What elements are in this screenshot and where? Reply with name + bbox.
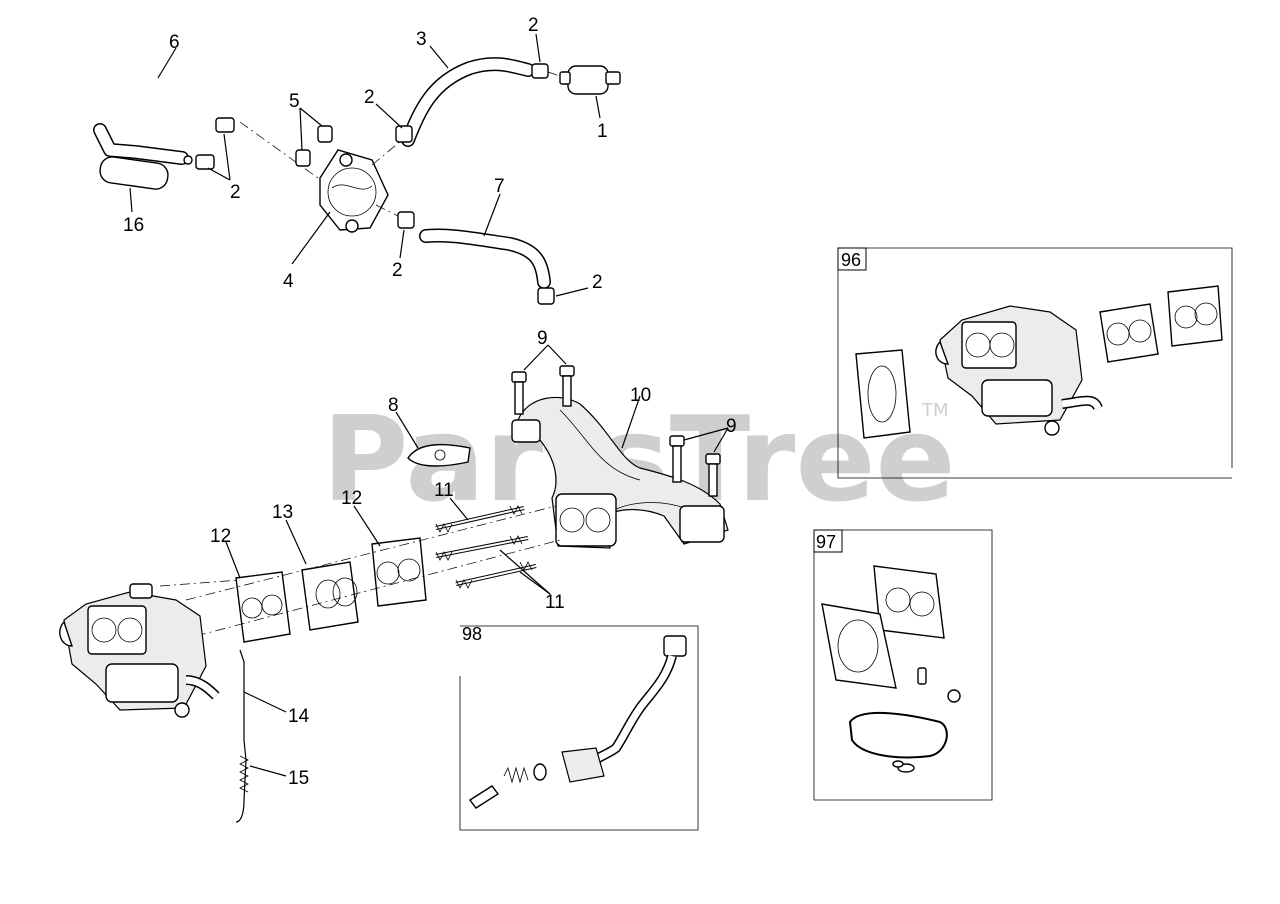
callout-5: 5 bbox=[289, 91, 300, 112]
callout-2: 2 bbox=[392, 260, 403, 281]
kit-97-label: 97 bbox=[816, 532, 836, 552]
carburetor-icon bbox=[59, 583, 220, 718]
kit-98-label: 98 bbox=[462, 624, 482, 644]
callout-16: 16 bbox=[123, 215, 144, 236]
callout-12: 12 bbox=[341, 488, 362, 509]
bolt-icon bbox=[511, 365, 721, 497]
watermark-trademark: TM bbox=[921, 400, 949, 421]
callout-11: 11 bbox=[434, 480, 454, 501]
kit-97-box: 97 bbox=[813, 529, 993, 801]
kit-98-box: 98 bbox=[459, 624, 699, 831]
callout-1: 1 bbox=[597, 121, 608, 142]
leader-lines-top bbox=[129, 33, 601, 297]
kit-96-label: 96 bbox=[841, 250, 861, 270]
callout-12: 12 bbox=[210, 526, 231, 547]
callout-10: 10 bbox=[630, 385, 651, 406]
callout-2: 2 bbox=[528, 15, 539, 36]
callout-13: 13 bbox=[272, 502, 293, 523]
solenoid-icon bbox=[468, 635, 687, 809]
fuel-hose-6 bbox=[93, 74, 226, 165]
callout-2: 2 bbox=[230, 182, 241, 203]
fuel-hose-3 bbox=[395, 57, 549, 147]
callout-3: 3 bbox=[416, 29, 427, 50]
callout-4: 4 bbox=[283, 271, 294, 292]
intake-manifold-icon bbox=[511, 396, 729, 549]
spring-icon bbox=[239, 755, 249, 793]
fuel-filter-icon bbox=[547, 65, 621, 95]
callout-9: 9 bbox=[537, 328, 548, 349]
kit-96-box: 96 bbox=[837, 247, 1233, 479]
callout-2: 2 bbox=[592, 272, 603, 293]
leader-lines-lower bbox=[225, 344, 729, 777]
clamp-icon bbox=[183, 117, 235, 170]
callout-6: 6 bbox=[169, 32, 180, 53]
gasket-icon bbox=[821, 565, 961, 773]
gasket-icon bbox=[855, 285, 1223, 439]
callout-8: 8 bbox=[388, 395, 399, 416]
hose-sleeve-16 bbox=[99, 156, 169, 190]
callout-9: 9 bbox=[726, 416, 737, 437]
callout-7: 7 bbox=[494, 176, 505, 197]
callout-15: 15 bbox=[288, 768, 309, 789]
carburetor-icon bbox=[935, 305, 1103, 436]
alignment-lines bbox=[159, 505, 561, 637]
stud-icon bbox=[435, 505, 537, 589]
callout-11: 11 bbox=[545, 592, 565, 613]
callout-14: 14 bbox=[288, 706, 310, 727]
callout-2: 2 bbox=[364, 87, 375, 108]
gasket-icon bbox=[235, 537, 427, 643]
callout-numbers: 1 2 2 2 2 2 3 4 5 6 7 8 9 9 10 11 11 12 … bbox=[123, 15, 737, 789]
fuel-pump-icon bbox=[239, 121, 403, 233]
fuel-hose-7 bbox=[397, 211, 555, 305]
gasket-icon bbox=[407, 443, 471, 467]
screw-icon bbox=[295, 125, 333, 167]
link-rod-icon bbox=[235, 649, 247, 823]
